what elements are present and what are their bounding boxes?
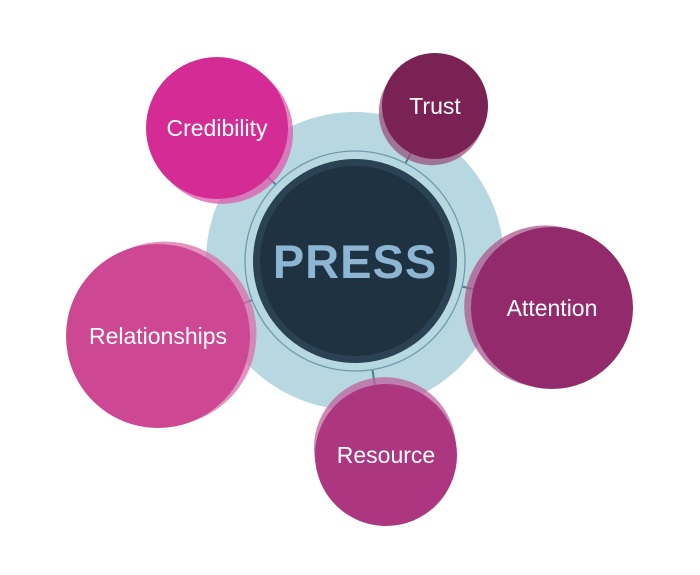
node-credibility: Credibility [146, 57, 293, 204]
node-resource: Resource [313, 377, 457, 526]
node-resource-circle [315, 384, 457, 526]
node-credibility-label: Credibility [166, 114, 268, 141]
center-node-press: PRESS [253, 159, 457, 363]
node-resource-label: Resource [336, 441, 436, 468]
node-attention-circle [471, 227, 633, 389]
node-trust-label: Trust [409, 92, 461, 119]
node-trust-circle [382, 53, 488, 159]
node-trust: Trust [378, 53, 488, 166]
node-relationships: Relationships [66, 241, 257, 428]
center-label: PRESS [272, 234, 438, 288]
node-relationships-circle [66, 244, 250, 428]
center-node-inner [260, 166, 450, 356]
node-attention-label: Attention [506, 294, 598, 321]
orbit-ring [244, 150, 466, 372]
node-relationships-label: Relationships [88, 322, 228, 349]
node-attention: Attention [464, 225, 633, 389]
node-credibility-circle [146, 57, 288, 199]
